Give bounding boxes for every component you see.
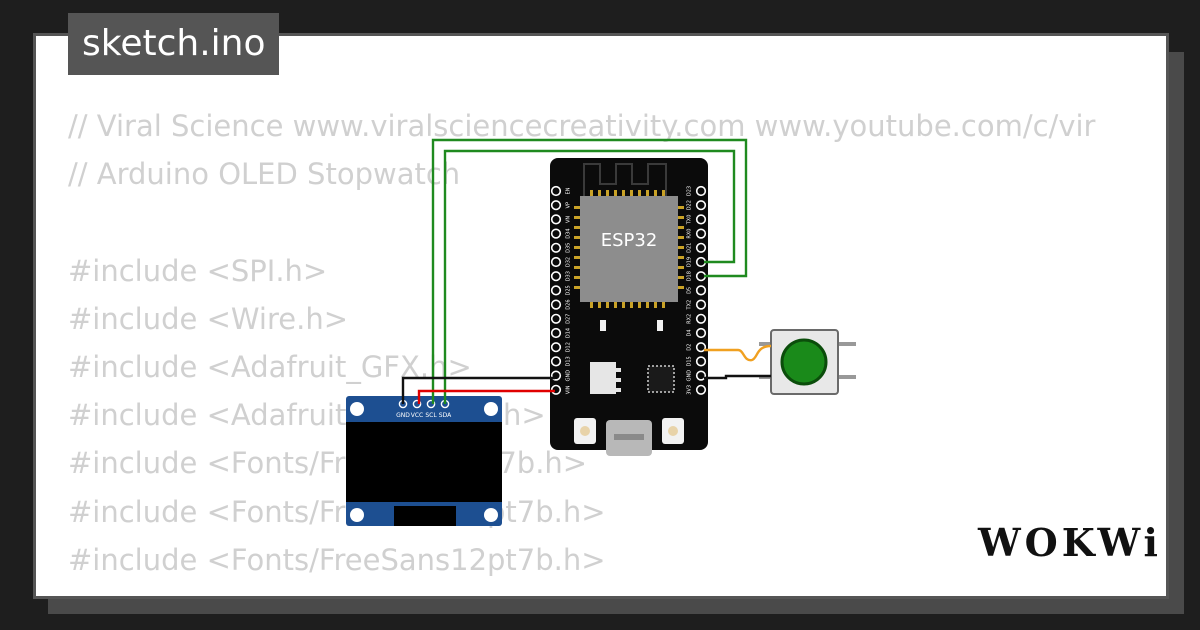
esp32-board[interactable]: ESP32	[550, 158, 708, 456]
wires	[401, 138, 772, 404]
code-line: #include <SPI.h>	[68, 253, 328, 288]
wire-button-gnd	[704, 374, 771, 380]
smd-component	[600, 320, 606, 331]
esp32-pin[interactable]	[695, 285, 707, 296]
esp32-pin-label: D5	[687, 287, 693, 294]
esp32-pin-label: 3V3	[687, 385, 693, 395]
esp32-chip	[580, 196, 678, 302]
esp32-pin-label: RX2	[687, 314, 693, 324]
esp32-pin[interactable]	[550, 285, 562, 296]
esp32-pin[interactable]	[695, 214, 707, 225]
wokwi-logo: WOKWi	[978, 520, 1162, 565]
wire-button-signal	[704, 344, 772, 362]
esp32-pin[interactable]	[695, 185, 707, 197]
esp32-pin-label: D14	[566, 328, 572, 338]
esp32-pin[interactable]	[695, 200, 707, 211]
esp32-pin-label: EN	[566, 187, 572, 194]
esp32-pin[interactable]	[695, 342, 707, 353]
esp32-pin-label: D23	[687, 186, 693, 196]
esp32-pin[interactable]	[550, 342, 562, 353]
pushbutton[interactable]	[759, 329, 856, 395]
esp32-pin[interactable]	[550, 271, 562, 282]
esp32-pin[interactable]	[695, 228, 707, 239]
usb-uart-chip	[647, 365, 675, 393]
esp32-pin[interactable]	[695, 313, 707, 324]
esp32-pin[interactable]	[550, 200, 562, 211]
esp32-pin-label: D33	[566, 271, 572, 281]
chip-label: ESP32	[601, 230, 658, 251]
pushbutton-cap[interactable]	[780, 338, 828, 386]
esp32-pin[interactable]	[550, 185, 562, 197]
smd-component	[657, 320, 663, 331]
esp32-pin-label: D25	[566, 285, 572, 295]
esp32-pin[interactable]	[550, 256, 562, 268]
esp32-pin[interactable]	[695, 384, 707, 395]
esp32-pin-label: VIN	[566, 385, 572, 394]
oled-display[interactable]	[346, 396, 502, 526]
esp32-pin[interactable]	[695, 327, 707, 339]
esp32-pin[interactable]	[550, 299, 562, 310]
esp32-pin[interactable]	[550, 242, 562, 253]
esp32-pin-label: D35	[566, 243, 572, 253]
oled-pin-label: SDA	[439, 412, 452, 419]
esp32-pin-label: D32	[566, 257, 572, 267]
esp32-pin[interactable]	[695, 299, 707, 310]
esp32-pin-label: D4	[687, 329, 693, 336]
esp32-pin-label: D13	[566, 356, 572, 366]
wire-scl	[431, 138, 748, 404]
chip-pads	[574, 190, 684, 308]
esp32-pin-label: RX0	[687, 229, 693, 239]
esp32-pin-label: D2	[687, 344, 693, 351]
wire-sda	[443, 149, 736, 404]
esp32-pin-label: D22	[687, 200, 693, 210]
esp32-pin-label: TX2	[687, 300, 693, 311]
esp32-pin-label: VP	[566, 202, 572, 208]
oled-screen	[346, 422, 502, 502]
esp32-pin[interactable]	[550, 327, 562, 339]
antenna-trace	[583, 163, 667, 196]
esp32-pin[interactable]	[695, 370, 707, 381]
esp32-pin-label: D18	[687, 271, 693, 281]
code-line: // Viral Science www.viralsciencecreativ…	[68, 109, 1096, 143]
oled-pin-label: VCC	[411, 412, 423, 419]
esp32-pin-label: D27	[566, 314, 572, 324]
esp32-pin-label: GND	[566, 370, 572, 382]
esp32-pin-label: D26	[566, 299, 572, 309]
esp32-pin-label: GND	[687, 370, 693, 382]
esp32-pin[interactable]	[550, 356, 562, 367]
wire-gnd	[401, 376, 555, 404]
code-line: // Arduino OLED Stopwatch	[68, 157, 461, 192]
esp32-pin[interactable]	[550, 214, 562, 225]
esp32-pin-label: D34	[566, 228, 572, 238]
file-tab[interactable]: sketch.ino	[68, 13, 280, 75]
oled-pin-label: GND	[396, 412, 410, 419]
esp32-pin-label: D15	[687, 356, 693, 366]
esp32-pin[interactable]	[550, 313, 562, 324]
oled-pin-label: SCL	[425, 412, 437, 419]
esp32-pin-label: TX0	[687, 215, 693, 226]
code-line: #include <Wire.h>	[68, 301, 349, 336]
voltage-regulator	[590, 362, 616, 394]
esp32-pin-label: D21	[687, 243, 693, 253]
esp32-pin[interactable]	[695, 242, 707, 253]
esp32-pin[interactable]	[695, 356, 707, 367]
wire-vcc	[417, 389, 555, 404]
esp32-pin-label: VN	[566, 216, 572, 223]
esp32-pin-label: D12	[566, 342, 572, 352]
esp32-pin-label: D19	[687, 257, 693, 267]
esp32-pin[interactable]	[550, 228, 562, 239]
code-line: #include <Fonts/FreeSans12pt7b.h>	[68, 542, 606, 577]
oled-ribbon	[394, 506, 456, 526]
